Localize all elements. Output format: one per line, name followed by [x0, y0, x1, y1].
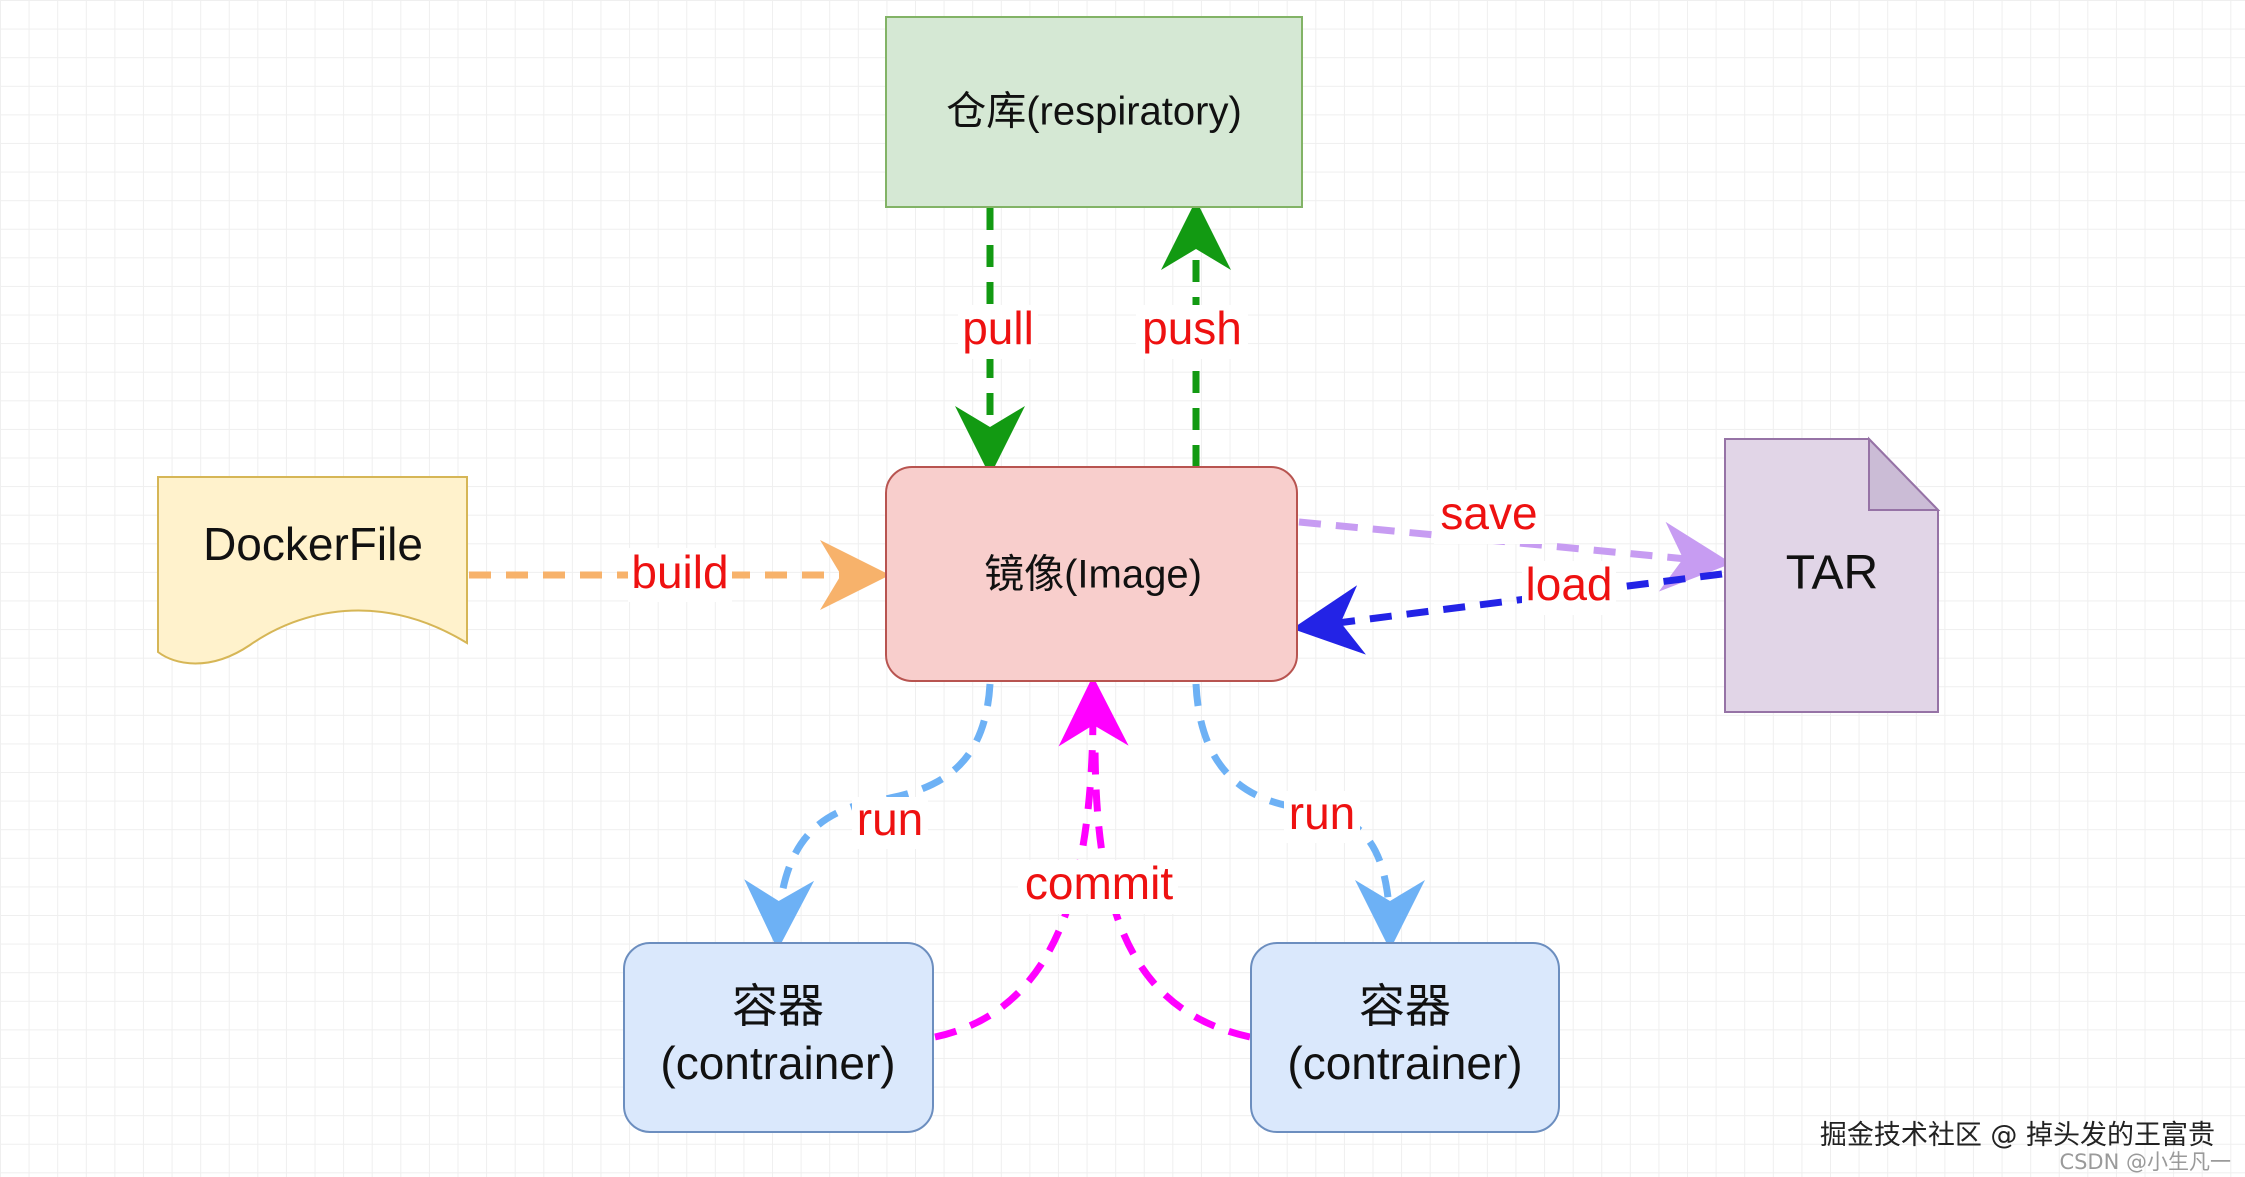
- watermark-juejin: 掘金技术社区 @ 掉头发的王富贵: [1819, 1120, 2215, 1151]
- commit-label-bg: [1018, 860, 1178, 914]
- tar-fold: [1868, 436, 1941, 511]
- tar-label: TAR: [1786, 547, 1878, 600]
- save-edge: [1298, 518, 1732, 592]
- load-edge: [1292, 570, 1723, 655]
- container-right-label-line2: (contrainer): [1287, 1037, 1522, 1089]
- save-label: save: [1440, 487, 1537, 539]
- container-right-label-line1: 容器: [1359, 980, 1451, 1032]
- commit-edge-right: [1091, 739, 1251, 1041]
- image-label: 镜像(Image): [984, 553, 1202, 597]
- save-label-bg: [1434, 490, 1544, 544]
- dockerfile-node: [157, 476, 468, 665]
- push-label-bg: [1136, 305, 1248, 359]
- container-right-node: [1250, 942, 1560, 1133]
- container-left-label-line2: (contrainer): [660, 1037, 895, 1089]
- repository-label: 仓库(respiratory): [946, 90, 1242, 134]
- commit-edge-left: [934, 676, 1129, 1041]
- pull-label: pull: [962, 302, 1034, 354]
- image-node: [885, 466, 1298, 682]
- pull-label-bg: [958, 305, 1038, 359]
- container-left-node: [623, 942, 934, 1133]
- dockerfile-label: DockerFile: [203, 518, 423, 570]
- run-left-label-bg: [852, 797, 928, 849]
- repository-node: [885, 16, 1303, 208]
- load-label-bg: [1522, 561, 1616, 615]
- watermark-csdn: CSDN @小生凡一: [2059, 1150, 2231, 1174]
- run-right-label-bg: [1284, 791, 1360, 843]
- load-label: load: [1526, 558, 1613, 610]
- container-left-label-line1: 容器: [732, 980, 824, 1032]
- run-left-label: run: [857, 793, 923, 845]
- commit-label: commit: [1025, 857, 1173, 909]
- build-label-bg: [628, 548, 732, 602]
- build-label: build: [631, 546, 728, 598]
- run-right-label: run: [1289, 787, 1355, 839]
- push-label: push: [1142, 302, 1242, 354]
